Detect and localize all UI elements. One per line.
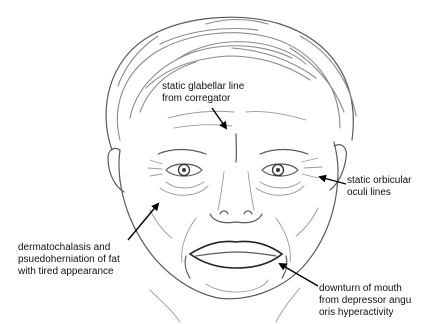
left-eye <box>148 160 208 195</box>
cheek-folds <box>150 208 318 262</box>
label-orbicularis-oculi: static orbicular oculi lines <box>347 175 411 199</box>
label-downturn-of-mouth: downturn of mouth from depressor angu or… <box>319 283 411 319</box>
label-glabellar-line-1: static glabellar line <box>162 81 244 93</box>
arrow-downturn <box>280 264 318 286</box>
forehead-lines <box>168 111 306 162</box>
label-dermatochalasis: dermatochalasis and psuedoherniation of … <box>18 242 120 278</box>
face-outline <box>108 142 346 322</box>
label-orbicularis-line-2: oculi lines <box>347 187 411 199</box>
arrow-orbicularis <box>320 177 346 184</box>
label-downturn-line-3: oris hyperactivity <box>319 307 411 319</box>
arrow-dermatochalasis <box>128 204 158 240</box>
label-dermatochalasis-line-2: psuedoherniation of fat <box>18 254 120 266</box>
label-glabellar-line-2: from corregator <box>162 93 244 105</box>
label-glabellar-line: static glabellar line from corregator <box>162 81 244 105</box>
eyebrows <box>158 150 308 155</box>
label-downturn-line-1: downturn of mouth <box>319 283 411 295</box>
mouth <box>185 242 287 279</box>
label-dermatochalasis-line-3: with tired appearance <box>18 266 120 278</box>
label-dermatochalasis-line-1: dermatochalasis and <box>18 242 120 254</box>
nose <box>210 172 262 223</box>
right-eye <box>256 158 322 195</box>
label-downturn-line-2: from depressor angu <box>319 295 411 307</box>
chin <box>206 280 268 292</box>
label-orbicularis-line-1: static orbicular <box>347 175 411 187</box>
